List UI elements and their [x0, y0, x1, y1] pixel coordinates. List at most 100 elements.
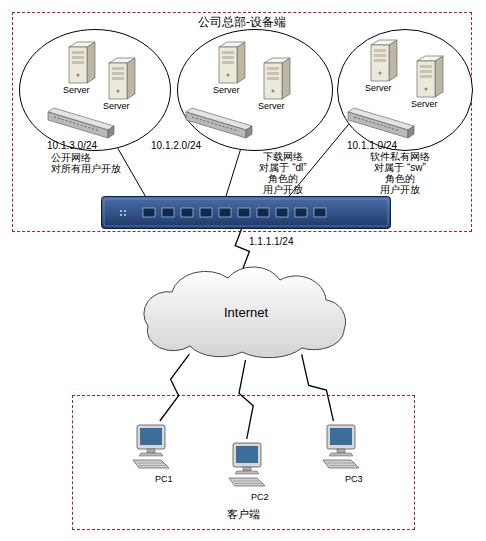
zone-ellipse [178, 30, 333, 151]
server-node: Server [409, 53, 451, 111]
network-zone: 10.1.2.0/24下载网络 对属于 “dl” 角色的 用户开放ServerS… [177, 29, 333, 151]
network-port [238, 208, 250, 217]
drive-bay [420, 65, 432, 68]
indicator-dot [120, 214, 122, 216]
pc-node: PC1 [127, 421, 179, 487]
server-front [264, 63, 282, 99]
drive-bay [374, 59, 386, 62]
screen [236, 446, 258, 463]
server-label: Server [103, 101, 143, 111]
region-title: 客户端 [73, 508, 414, 520]
base [329, 453, 353, 456]
power-light [117, 90, 120, 93]
monitor [137, 425, 165, 449]
network-link [118, 148, 145, 196]
server-node: Server [211, 39, 253, 97]
client-region: 客户端PC1PC2PC3 [72, 395, 415, 530]
pc-label: PC3 [345, 474, 375, 484]
network-port [295, 208, 307, 217]
server-side [435, 56, 443, 97]
subnet-label: 10.1.2.0/24 [151, 140, 221, 151]
server-front [417, 61, 435, 97]
wireless-link [302, 354, 334, 421]
device-body [102, 197, 391, 229]
drive-bay [420, 75, 432, 78]
keyboard [133, 460, 169, 468]
subnet-label: 10.1.3.0/24 [47, 140, 127, 151]
base [235, 471, 259, 474]
power-light [77, 74, 80, 77]
stand [337, 449, 345, 453]
server-top [371, 40, 397, 45]
server-label: Server [258, 101, 298, 111]
drive-bay [420, 70, 432, 73]
drive-bay [374, 49, 386, 52]
pc-label: PC2 [251, 492, 281, 502]
network-port [276, 208, 288, 217]
drive-bay [112, 72, 124, 75]
keyboard [229, 478, 265, 486]
monitor [233, 443, 261, 467]
keyboard [323, 460, 359, 468]
drive-bay [222, 56, 234, 59]
interface-address: 1.1.1.1/24 [249, 236, 319, 247]
indicator-dot [120, 210, 122, 212]
network-port [200, 208, 212, 217]
base [139, 453, 163, 456]
server-front [219, 47, 237, 83]
drive-bay [112, 77, 124, 80]
stand [243, 467, 251, 471]
zone-ellipse [20, 30, 171, 151]
server-side [87, 42, 95, 83]
key-row [329, 465, 356, 466]
screen [330, 428, 352, 445]
server-front [109, 63, 127, 99]
key-row [139, 465, 166, 466]
drive-bay [72, 56, 84, 59]
ellipse-outline [177, 29, 333, 151]
power-light [379, 72, 382, 75]
drive-bay [222, 51, 234, 54]
network-port [181, 208, 193, 217]
server-side [282, 58, 290, 99]
monitor [327, 425, 355, 449]
indicator-dot [124, 214, 126, 216]
server-top [219, 42, 245, 47]
network-port [314, 208, 326, 217]
network-link [226, 150, 240, 196]
screen [140, 428, 162, 445]
server-label: Server [63, 85, 103, 95]
stand [147, 449, 155, 453]
drive-bay [267, 67, 279, 70]
server-label: Server [411, 99, 451, 109]
network-port [143, 208, 155, 217]
pc-node: PC2 [223, 439, 275, 505]
server-node: Server [363, 37, 405, 95]
wireless-link [239, 360, 253, 439]
zone-ellipse [338, 30, 473, 151]
power-light [425, 88, 428, 91]
server-node: Server [61, 39, 103, 97]
server-label: Server [213, 85, 253, 95]
firewall-device: 1.1.1.1/24 [101, 196, 391, 229]
firewall-device [101, 196, 391, 229]
drive-bay [72, 61, 84, 64]
pc-label: PC1 [155, 474, 185, 484]
indicator-dot [124, 210, 126, 212]
server-top [69, 42, 95, 47]
server-front [69, 47, 87, 83]
key-row [235, 483, 262, 484]
network-port [219, 208, 231, 217]
subnet-label: 10.1.1.0/24 [347, 140, 417, 151]
drive-bay [267, 72, 279, 75]
server-side [237, 42, 245, 83]
server-label: Server [365, 83, 405, 93]
key-row [233, 481, 260, 482]
device-bezel [104, 199, 388, 226]
drive-bay [222, 61, 234, 64]
wireless-link [160, 354, 190, 421]
pc-node: PC3 [317, 421, 369, 487]
